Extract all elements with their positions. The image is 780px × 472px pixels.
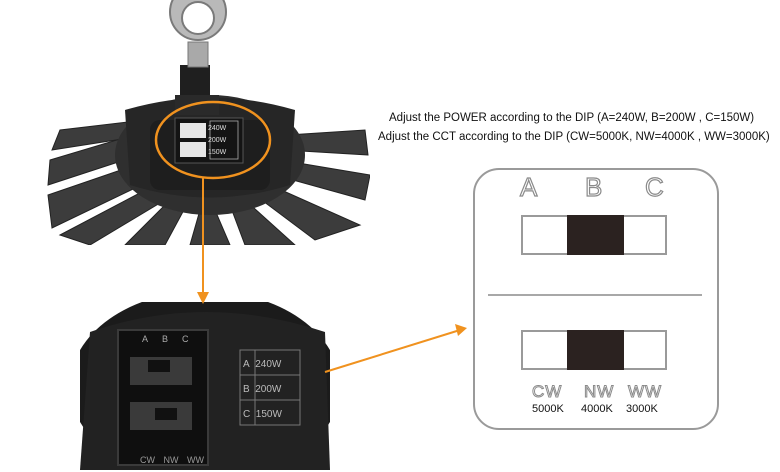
cct-code-cw: CW [531,382,563,402]
cct-code-nw: NW [583,382,615,402]
column-label-a: A [519,171,538,202]
cct-temp-3000k: 3000K [626,403,658,415]
column-label-b: B [584,171,603,202]
photo-small-label-200w: 200W [208,137,227,144]
zoom-power-240w: 240W [255,359,282,370]
zoom-letter-c: C [182,334,203,344]
dip-diagram-card [473,168,719,430]
power-dip-knob[interactable] [567,215,624,255]
zoom-power-200w: 200W [255,384,282,395]
zoom-power-labels: A 240W B 200W C 150W [243,352,282,427]
cct-dip-knob[interactable] [567,330,624,370]
heat-sink-fins [47,119,370,245]
fixture-photo [47,0,370,245]
zoomed-dip-photo [80,302,330,470]
zoom-row-letter-b: B [243,384,250,395]
zoom-letter-b: B [162,334,183,344]
cct-code-ww: WW [627,382,663,402]
photo-dip-labels-small: 240W 200W 150W [208,123,226,159]
callout-line-right [324,329,461,373]
zoom-power-150w: 150W [255,409,282,420]
cct-temp-5000k: 5000K [532,403,564,415]
cct-temp-4000k: 4000K [581,403,613,415]
column-label-c: C [644,171,664,202]
arrow-right-icon [455,324,467,336]
zoom-row-letter-a: A [243,359,250,370]
zoom-letter-a: A [142,334,163,344]
cct-dip-switch[interactable] [521,330,667,370]
eye-bolt [168,0,228,41]
zoom-row-letter-c: C [243,409,251,420]
dip-divider [488,294,702,296]
zoom-cct-label: CW NW WW [140,455,204,465]
photo-small-label-150w: 150W [208,149,227,156]
zoom-letter-labels: ABC [142,334,203,344]
photo-small-label-240w: 240W [208,125,227,132]
zoom-switch-housing [117,329,209,466]
cct-instruction: Adjust the CCT according to the DIP (CW=… [378,131,770,143]
power-dip-switch[interactable] [521,215,667,255]
power-instruction: Adjust the POWER according to the DIP (A… [389,112,755,124]
